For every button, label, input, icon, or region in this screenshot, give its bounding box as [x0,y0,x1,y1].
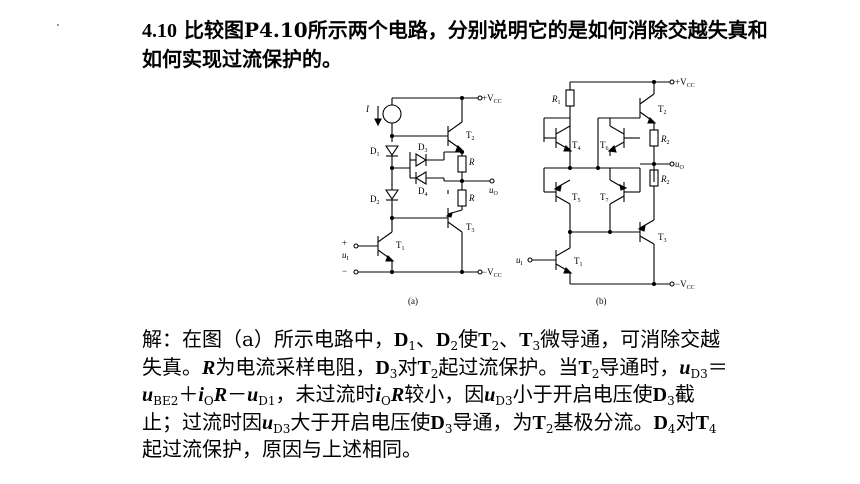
label-b-T1: T1 [574,256,583,268]
caption-a: (a) [408,296,418,306]
label-a-vcc-pos: +VCC [482,93,502,105]
label-b-vcc-pos: +VCC [675,77,695,89]
label-b-T5: T5 [572,192,581,204]
label-a-R-lower: R [468,193,475,203]
question-number: 4.10 [142,20,177,42]
label-b-uO: uO [675,159,685,171]
label-a-D2: D2 [370,194,380,206]
label-a-vcc-neg: −VCC [482,267,502,279]
circuit-figure: I +VCC T2 D1 D3 R uO R D2 D4 T3 T1 + uI … [342,77,695,306]
answer-text: 解：在图（a）所示电路中，D1、D2使T2、T3微导通，可消除交越失真。R为电流… [142,327,728,461]
label-a-I: I [365,104,370,114]
label-b-T6: T6 [600,140,609,152]
label-b-T2: T2 [658,104,667,116]
label-b-T4: T4 [572,140,581,152]
label-a-R-upper: R [468,157,475,167]
label-a-plus: + [342,238,347,248]
label-a-uI: uI [342,250,349,262]
caption-b: (b) [596,296,607,306]
label-a-uO: uO [489,185,499,197]
label-b-uI: uI [516,255,523,267]
label-b-vcc-neg: −VCC [675,279,695,291]
label-a-T2: T2 [466,130,475,142]
label-b-T7: T7 [600,192,609,204]
label-b-R2-upper: R2 [660,134,670,146]
label-a-T1: T1 [396,240,405,252]
label-b-R2-lower: R2 [660,174,670,186]
decorative-dot [57,24,59,26]
label-b-R1: R1 [551,94,561,106]
label-a-minus: − [342,266,347,276]
label-a-D4: D4 [418,186,428,198]
question-text: 4.10 比较图P4.10所示两个电路，分别说明它的是如何消除交越失真和如何实现… [142,16,782,73]
label-b-T3: T3 [658,232,667,244]
label-a-D1: D1 [370,146,380,158]
question-body: 比较图P4.10所示两个电路，分别说明它的是如何消除交越失真和如何实现过流保护的… [142,18,768,71]
label-a-D3: D3 [418,142,428,154]
label-a-T3: T3 [466,222,475,234]
